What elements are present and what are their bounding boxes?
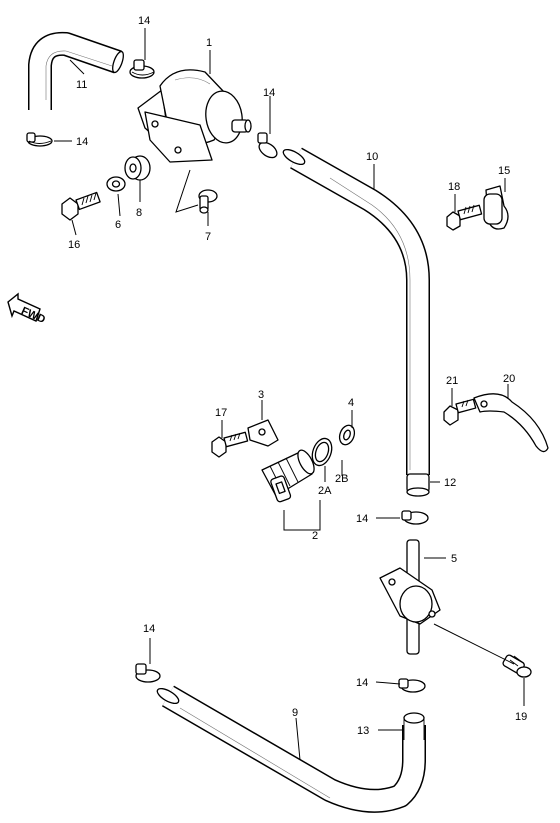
callout-17: 17 xyxy=(215,407,227,419)
callout-9: 9 xyxy=(292,707,298,719)
bolt-16 xyxy=(61,191,101,221)
callout-5: 5 xyxy=(451,553,457,565)
clamp-14-left xyxy=(26,132,53,147)
callout-14-lower: 14 xyxy=(356,677,368,689)
callout-8: 8 xyxy=(136,207,142,219)
callout-14-mid: 14 xyxy=(356,513,368,525)
callout-14-filter: 14 xyxy=(263,87,275,99)
fwd-badge-text: FWD xyxy=(19,305,47,326)
callout-10: 10 xyxy=(366,151,378,163)
hose-13 xyxy=(403,712,425,740)
hose-11 xyxy=(28,31,124,110)
screw-19 xyxy=(502,654,532,678)
callout-14-bottom: 14 xyxy=(143,623,155,635)
injector-2 xyxy=(261,449,315,503)
callout-4: 4 xyxy=(348,397,354,409)
washer-6 xyxy=(106,176,126,192)
hose-9 xyxy=(156,685,426,813)
callout-2a: 2A xyxy=(318,485,332,497)
fwd-arrow-icon: FWD xyxy=(7,292,47,326)
leader-lines xyxy=(54,28,525,761)
clamp-14-mid xyxy=(401,510,429,525)
callout-12: 12 xyxy=(444,477,456,489)
callout-16: 16 xyxy=(68,239,80,251)
hose-10 xyxy=(282,147,430,475)
oring-2b xyxy=(311,437,333,467)
clamp-14-top xyxy=(129,59,155,79)
callout-14-left: 14 xyxy=(76,136,88,148)
callout-2: 2 xyxy=(312,530,318,542)
strap-20 xyxy=(473,393,549,453)
callout-3: 3 xyxy=(258,389,264,401)
bracket-3 xyxy=(247,419,279,447)
clamp-14-bottom xyxy=(135,663,161,683)
bolt-21 xyxy=(443,398,477,426)
callout-15: 15 xyxy=(498,165,510,177)
fuel-filter-1 xyxy=(137,69,252,163)
seal-4 xyxy=(338,424,356,446)
hose-12-end xyxy=(406,473,430,497)
callout-7: 7 xyxy=(205,231,211,243)
callout-19: 19 xyxy=(515,711,527,723)
clamp-14-lower xyxy=(398,678,426,693)
callout-21: 21 xyxy=(446,375,458,387)
callout-6: 6 xyxy=(115,219,121,231)
bolt-17 xyxy=(211,431,249,458)
callout-20: 20 xyxy=(503,373,515,385)
collar-7 xyxy=(198,189,218,214)
callout-14-top: 14 xyxy=(138,15,150,27)
callout-18: 18 xyxy=(448,181,460,193)
bolt-18 xyxy=(446,204,483,231)
clip-15 xyxy=(483,185,509,230)
fitting-5 xyxy=(379,539,441,655)
grommet-8 xyxy=(124,155,151,181)
clamp-14-filter xyxy=(257,132,278,159)
callout-labels: 1 14 11 14 14 10 15 18 6 8 16 7 20 21 3 … xyxy=(68,15,527,737)
callout-1: 1 xyxy=(206,37,212,49)
callout-2b: 2B xyxy=(335,473,348,485)
callout-11: 11 xyxy=(76,79,87,91)
callout-13: 13 xyxy=(357,725,369,737)
